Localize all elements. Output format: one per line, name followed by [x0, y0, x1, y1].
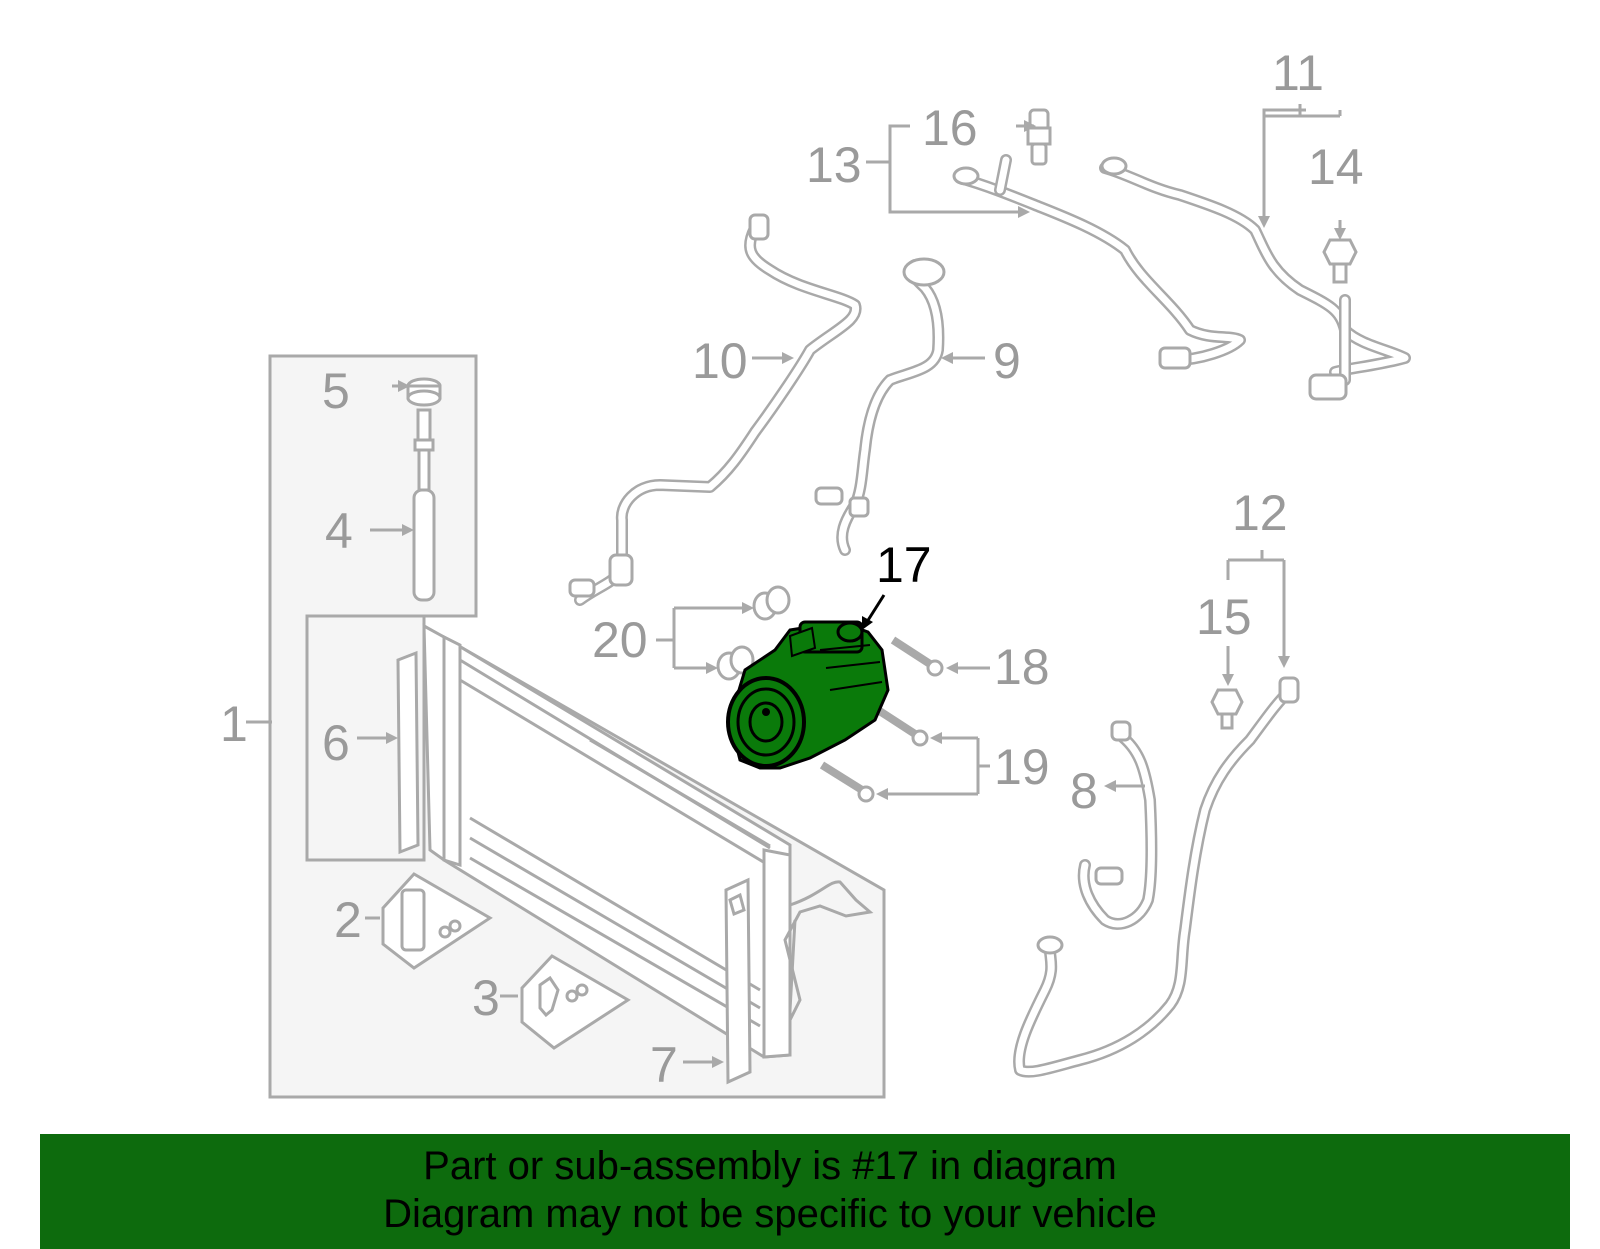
callout-11: 11 [1272, 45, 1324, 101]
callout-8: 8 [1070, 763, 1098, 819]
hose-9 [814, 257, 946, 556]
callout-3: 3 [472, 970, 500, 1026]
callout-2: 2 [334, 892, 362, 948]
callout-16: 16 [922, 100, 978, 156]
pressure-switch-16 [1026, 108, 1052, 166]
bolts-18-19 [819, 636, 944, 803]
callout-1: 1 [220, 696, 248, 752]
callout-17: 17 [876, 537, 932, 593]
callout-12: 12 [1232, 485, 1288, 541]
callout-6: 6 [322, 715, 350, 771]
hose-12 [1013, 676, 1300, 1078]
bracket-kit-2 [381, 872, 493, 970]
banner-line-part-number: Part or sub-assembly is #17 in diagram [423, 1144, 1117, 1188]
bracket-strip-part [724, 877, 752, 1085]
seal-strip-part [396, 650, 420, 855]
callout-7: 7 [650, 1037, 678, 1093]
callout-19: 19 [994, 739, 1050, 795]
callout-labels: 1 2 3 4 5 6 7 8 9 10 11 12 13 14 15 16 1… [220, 45, 1364, 1093]
leader-lines [246, 104, 1346, 1068]
callout-5: 5 [322, 363, 350, 419]
callout-14: 14 [1308, 139, 1364, 195]
hose-13 [952, 154, 1246, 370]
hose-8 [1077, 720, 1158, 930]
callout-18: 18 [994, 639, 1050, 695]
callout-9: 9 [993, 333, 1021, 389]
banner-line-disclaimer: Diagram may not be specific to your vehi… [383, 1192, 1157, 1236]
hose-11 [1099, 156, 1411, 401]
condenser-assembly-group [268, 354, 886, 1099]
info-banner: Part or sub-assembly is #17 in diagram D… [40, 1134, 1570, 1249]
receiver-drier-part [406, 377, 442, 602]
bracket-kit-3 [520, 954, 631, 1050]
bolt-15 [1210, 688, 1244, 730]
hose-10 [568, 213, 862, 606]
callout-15: 15 [1196, 589, 1252, 645]
callout-4: 4 [325, 503, 353, 559]
compressor-17-highlighted [726, 620, 890, 770]
callout-13: 13 [806, 137, 862, 193]
o-rings-20 [716, 585, 791, 681]
callout-20: 20 [592, 612, 648, 668]
callout-10: 10 [692, 333, 748, 389]
bolt-14 [1322, 238, 1358, 284]
condenser-part [422, 623, 874, 1059]
